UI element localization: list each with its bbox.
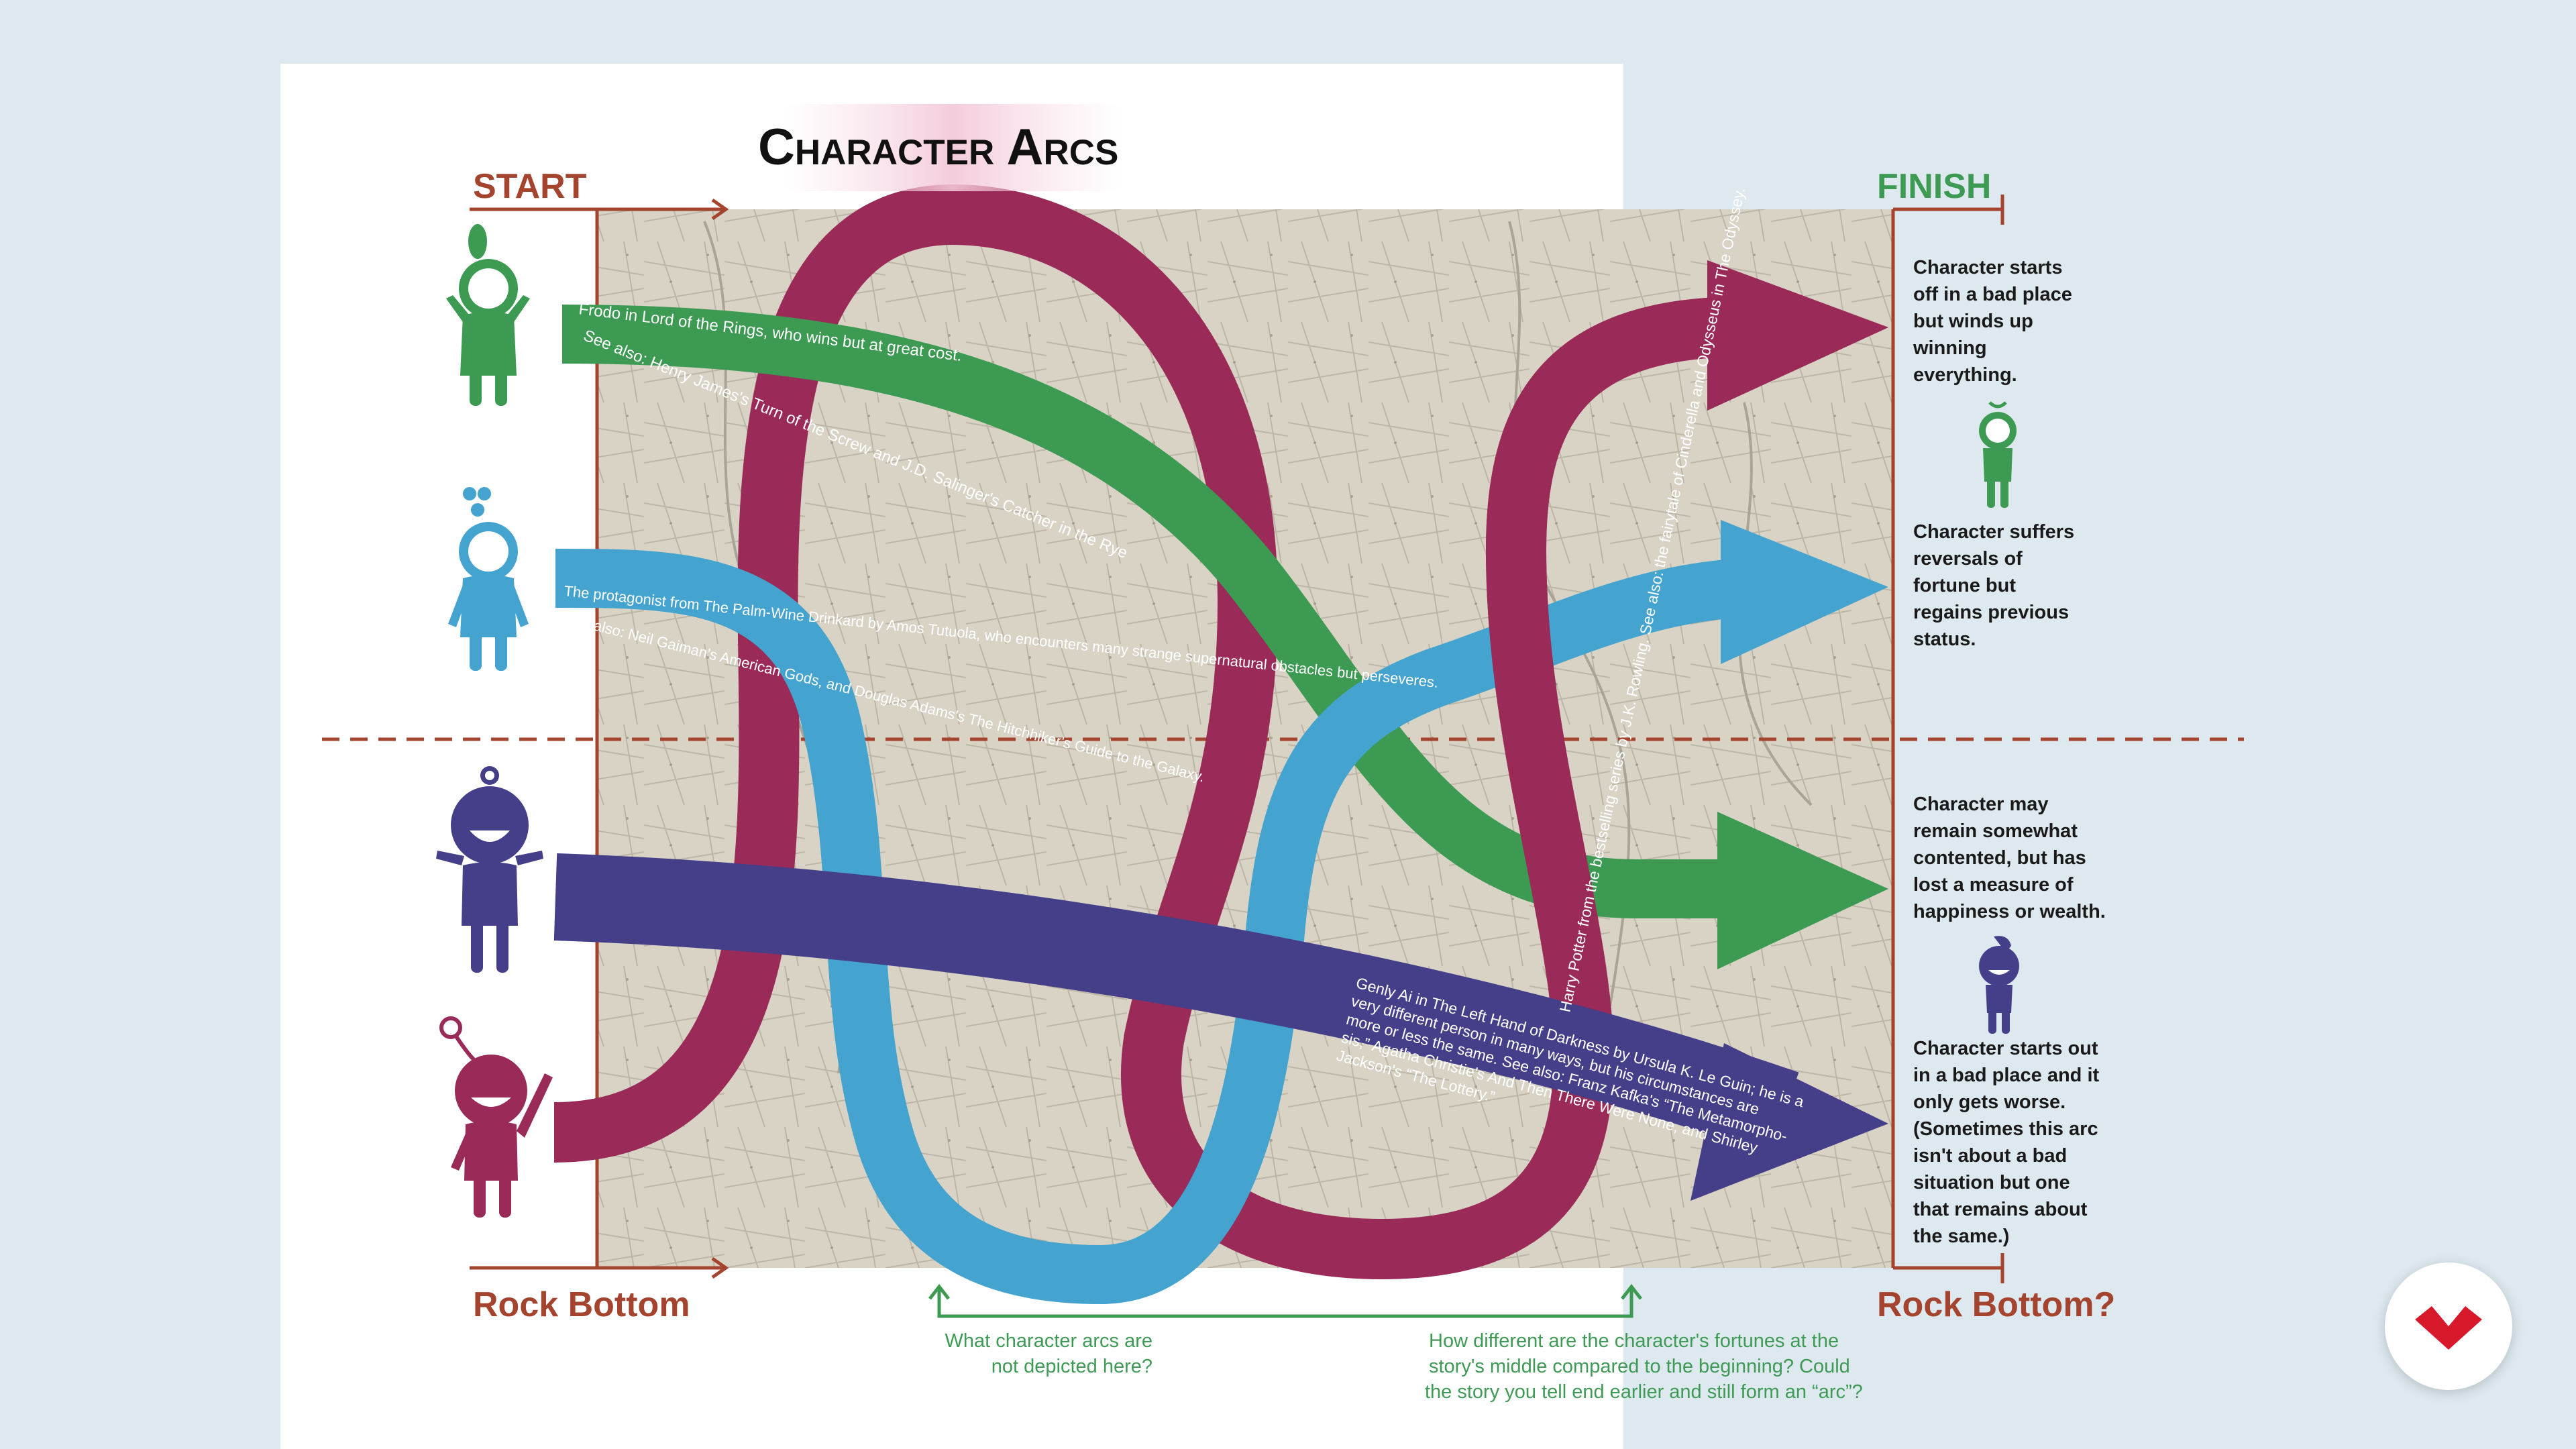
description-line: the same.) — [1913, 1226, 2009, 1247]
rock-bottom-label: Rock Bottom — [473, 1285, 690, 1324]
description-line: Character starts out — [1913, 1038, 2098, 1059]
axes — [470, 195, 2004, 1283]
description-reversals: Character suffers reversals of fortune b… — [1913, 521, 2074, 650]
description-line: everything. — [1913, 364, 2017, 386]
green-small-figure-icon — [1979, 401, 2017, 508]
description-line: status. — [1913, 629, 1976, 650]
indigo-arc — [553, 853, 1888, 1201]
question-line: How different are the character's fortun… — [1429, 1330, 1839, 1352]
question-1: What character arcs are not depicted her… — [945, 1330, 1152, 1377]
magenta-arc-overlap — [1485, 297, 1771, 977]
description-line: fortune but — [1913, 575, 2016, 596]
blue-figure-icon — [448, 487, 529, 671]
question-2: How different are the character's fortun… — [1425, 1330, 1863, 1403]
magenta-figure-icon — [439, 1016, 553, 1218]
indigo-figure-icon — [436, 766, 543, 973]
description-line: Character starts — [1913, 257, 2062, 278]
title-glow — [785, 104, 1120, 191]
description-contented: Character may remain somewhat contented,… — [1913, 794, 2106, 922]
diagram-title: Character Arcs — [758, 119, 1118, 176]
description-line: in a bad place and it — [1913, 1065, 2100, 1086]
description-line: that remains about — [1913, 1199, 2088, 1220]
description-line: reversals of — [1913, 548, 2023, 570]
description-line: isn't about a bad — [1913, 1145, 2067, 1167]
finish-label: FINISH — [1877, 167, 1991, 206]
description-line: remain somewhat — [1913, 820, 2078, 842]
description-line: happiness or wealth. — [1913, 901, 2106, 922]
green-figure-icon — [446, 224, 530, 406]
description-line: off in a bad place — [1913, 284, 2072, 305]
question-line: not depicted here? — [991, 1356, 1152, 1377]
rock-bottom-question-label: Rock Bottom? — [1877, 1285, 2115, 1324]
start-label: START — [473, 167, 587, 206]
question-line: What character arcs are — [945, 1330, 1152, 1352]
description-line: only gets worse. — [1913, 1091, 2065, 1113]
description-line: winning — [1913, 337, 1987, 359]
question-line: the story you tell end earlier and still… — [1425, 1381, 1863, 1403]
indigo-small-figure-icon — [1979, 936, 2019, 1034]
description-worse: Character starts out in a bad place and … — [1913, 1038, 2100, 1247]
magenta-arrowhead — [1707, 260, 1888, 411]
blue-arc — [555, 520, 1888, 1305]
description-winning: Character starts off in a bad place but … — [1913, 257, 2072, 386]
description-line: regains previous — [1913, 602, 2069, 623]
description-line: contented, but has — [1913, 847, 2086, 869]
description-line: situation but one — [1913, 1172, 2070, 1193]
description-line: Character may — [1913, 794, 2049, 815]
description-line: lost a measure of — [1913, 874, 2074, 896]
question-bracket — [928, 1283, 1642, 1318]
brand-logo-button[interactable] — [2385, 1263, 2512, 1390]
green-arc — [561, 305, 1888, 969]
question-line: story's middle compared to the beginning… — [1429, 1356, 1850, 1377]
description-line: (Sometimes this arc — [1913, 1118, 2098, 1140]
description-line: but winds up — [1913, 311, 2033, 332]
brand-logo-icon — [2415, 1306, 2482, 1350]
description-line: Character suffers — [1913, 521, 2074, 543]
